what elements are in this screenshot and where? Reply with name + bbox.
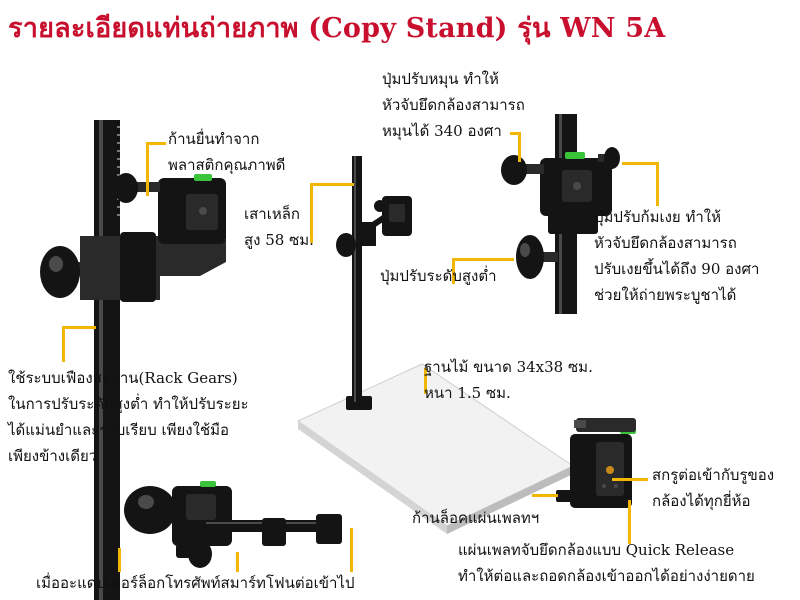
phone-adapter-caption-line-1: เมื่ออะแดปเตอร์ล็อกโทรศัพท์สมาร์ทโฟนต่อเ… <box>36 574 355 592</box>
lock-lever-caption: ก้านล็อคแผ่นเพลทฯ <box>412 505 539 531</box>
screw-caption: สกรูต่อเข้ากับรูของ กล้องได้ทุกยี่ห้อ <box>652 462 774 514</box>
tilt-knob-caption-line-2: หัวจับยึดกล้องสามารถ <box>594 234 737 252</box>
quick-release-leader-line <box>628 500 631 544</box>
base-caption-line-2: หนา 1.5 ซม. <box>424 384 511 402</box>
rack-gear-caption-line-3: ได้แม่นยำและราบเรียบ เพียงใช้มือ <box>8 421 230 439</box>
screw-caption-line-1: สกรูต่อเข้ากับรูของ <box>652 466 775 484</box>
phone-adapter-image <box>124 481 342 568</box>
post-caption-line-2: สูง 58 ซม. <box>244 231 314 249</box>
post-caption-line-1: เสาเหล็ก <box>244 205 300 223</box>
screw-leader-line <box>612 478 648 481</box>
copy-stand-image <box>297 156 575 534</box>
quick-release-caption: แผ่นเพลทจับยึดกล้องแบบ Quick Release ทำใ… <box>458 537 755 589</box>
rack-gear-caption: ใช้ระบบเฟืองสะพาน(Rack Gears) ในการปรับร… <box>8 365 249 469</box>
base-caption-line-1: ฐานไม้ ขนาด 34x38 ซม. <box>424 358 593 376</box>
rack-gear-caption-line-4: เพียงข้างเดียว <box>8 447 98 465</box>
lock-lever-leader-line <box>532 494 558 497</box>
quick-release-caption-line-2: ทำให้ต่อและถอดกล้องเข้าออกได้อย่างง่ายดา… <box>458 567 755 585</box>
tilt-head-closeup-image <box>501 114 620 314</box>
base-leader-line <box>424 368 427 394</box>
rotate-knob-leader-line <box>518 132 521 162</box>
tilt-knob-leader-line-v <box>656 162 659 206</box>
arm-caption-line-2: พลาสติกคุณภาพดี <box>168 156 286 174</box>
lock-lever-caption-line-1: ก้านล็อคแผ่นเพลทฯ <box>412 509 540 527</box>
tilt-knob-caption-line-1: ปุ่มปรับก้มเงย ทำให้ <box>594 208 722 226</box>
post-leader-line-v <box>310 183 313 243</box>
rack-gear-caption-line-1: ใช้ระบบเฟืองสะพาน(Rack Gears) <box>8 369 238 387</box>
post-caption: เสาเหล็ก สูง 58 ซม. <box>244 201 314 253</box>
quick-release-plate-image <box>556 418 636 508</box>
tilt-knob-caption-line-4: ช่วยให้ถ่ายพระบูชาได้ <box>594 286 737 304</box>
rack-gear-leader-line <box>62 326 65 362</box>
rack-gear-leader-line-h <box>62 326 96 329</box>
arm-leader-line-h <box>146 142 166 145</box>
phone-adapter-leader-line-3 <box>350 528 353 572</box>
rotate-knob-caption-line-1: ปุ่มปรับหมุน ทำให้ <box>382 70 499 88</box>
height-knob-caption-line-1: ปุ่มปรับระดับสูงต่ำ <box>380 267 497 285</box>
rack-gear-closeup-image <box>40 120 226 600</box>
page-title: รายละเอียดแท่นถ่ายภาพ (Copy Stand) รุ่น … <box>8 13 666 44</box>
height-knob-leader-line-h <box>452 258 514 261</box>
arm-caption-line-1: ก้านยื่นทำจาก <box>168 130 260 148</box>
arm-leader-line <box>146 142 149 196</box>
quick-release-caption-line-1: แผ่นเพลทจับยึดกล้องแบบ Quick Release <box>458 541 735 559</box>
rotate-knob-caption-line-2: หัวจับยึดกล้องสามารถ <box>382 96 525 114</box>
rotate-knob-caption: ปุ่มปรับหมุน ทำให้ หัวจับยึดกล้องสามารถ … <box>382 66 525 144</box>
phone-adapter-leader-line-2 <box>236 552 239 572</box>
arm-caption: ก้านยื่นทำจาก พลาสติกคุณภาพดี <box>168 126 285 178</box>
post-leader-line <box>310 183 354 186</box>
phone-adapter-leader-line <box>118 548 121 572</box>
rotate-knob-leader-line-h <box>510 132 521 135</box>
height-knob-leader-line <box>452 258 455 284</box>
phone-adapter-caption: เมื่ออะแดปเตอร์ล็อกโทรศัพท์สมาร์ทโฟนต่อเ… <box>36 570 355 596</box>
screw-caption-line-2: กล้องได้ทุกยี่ห้อ <box>652 492 751 510</box>
tilt-knob-caption-line-3: ปรับเงยขึ้นได้ถึง 90 องศา <box>594 260 760 278</box>
height-knob-caption: ปุ่มปรับระดับสูงต่ำ <box>380 263 497 289</box>
base-caption: ฐานไม้ ขนาด 34x38 ซม. หนา 1.5 ซม. <box>424 354 593 406</box>
tilt-knob-caption: ปุ่มปรับก้มเงย ทำให้ หัวจับยึดกล้องสามาร… <box>594 204 759 308</box>
rack-gear-caption-line-2: ในการปรับระดับสูงต่ำ ทำให้ปรับระยะ <box>8 395 249 413</box>
rotate-knob-caption-line-3: หมุนได้ 340 องศา <box>382 122 502 140</box>
tilt-knob-leader-line <box>622 162 656 165</box>
